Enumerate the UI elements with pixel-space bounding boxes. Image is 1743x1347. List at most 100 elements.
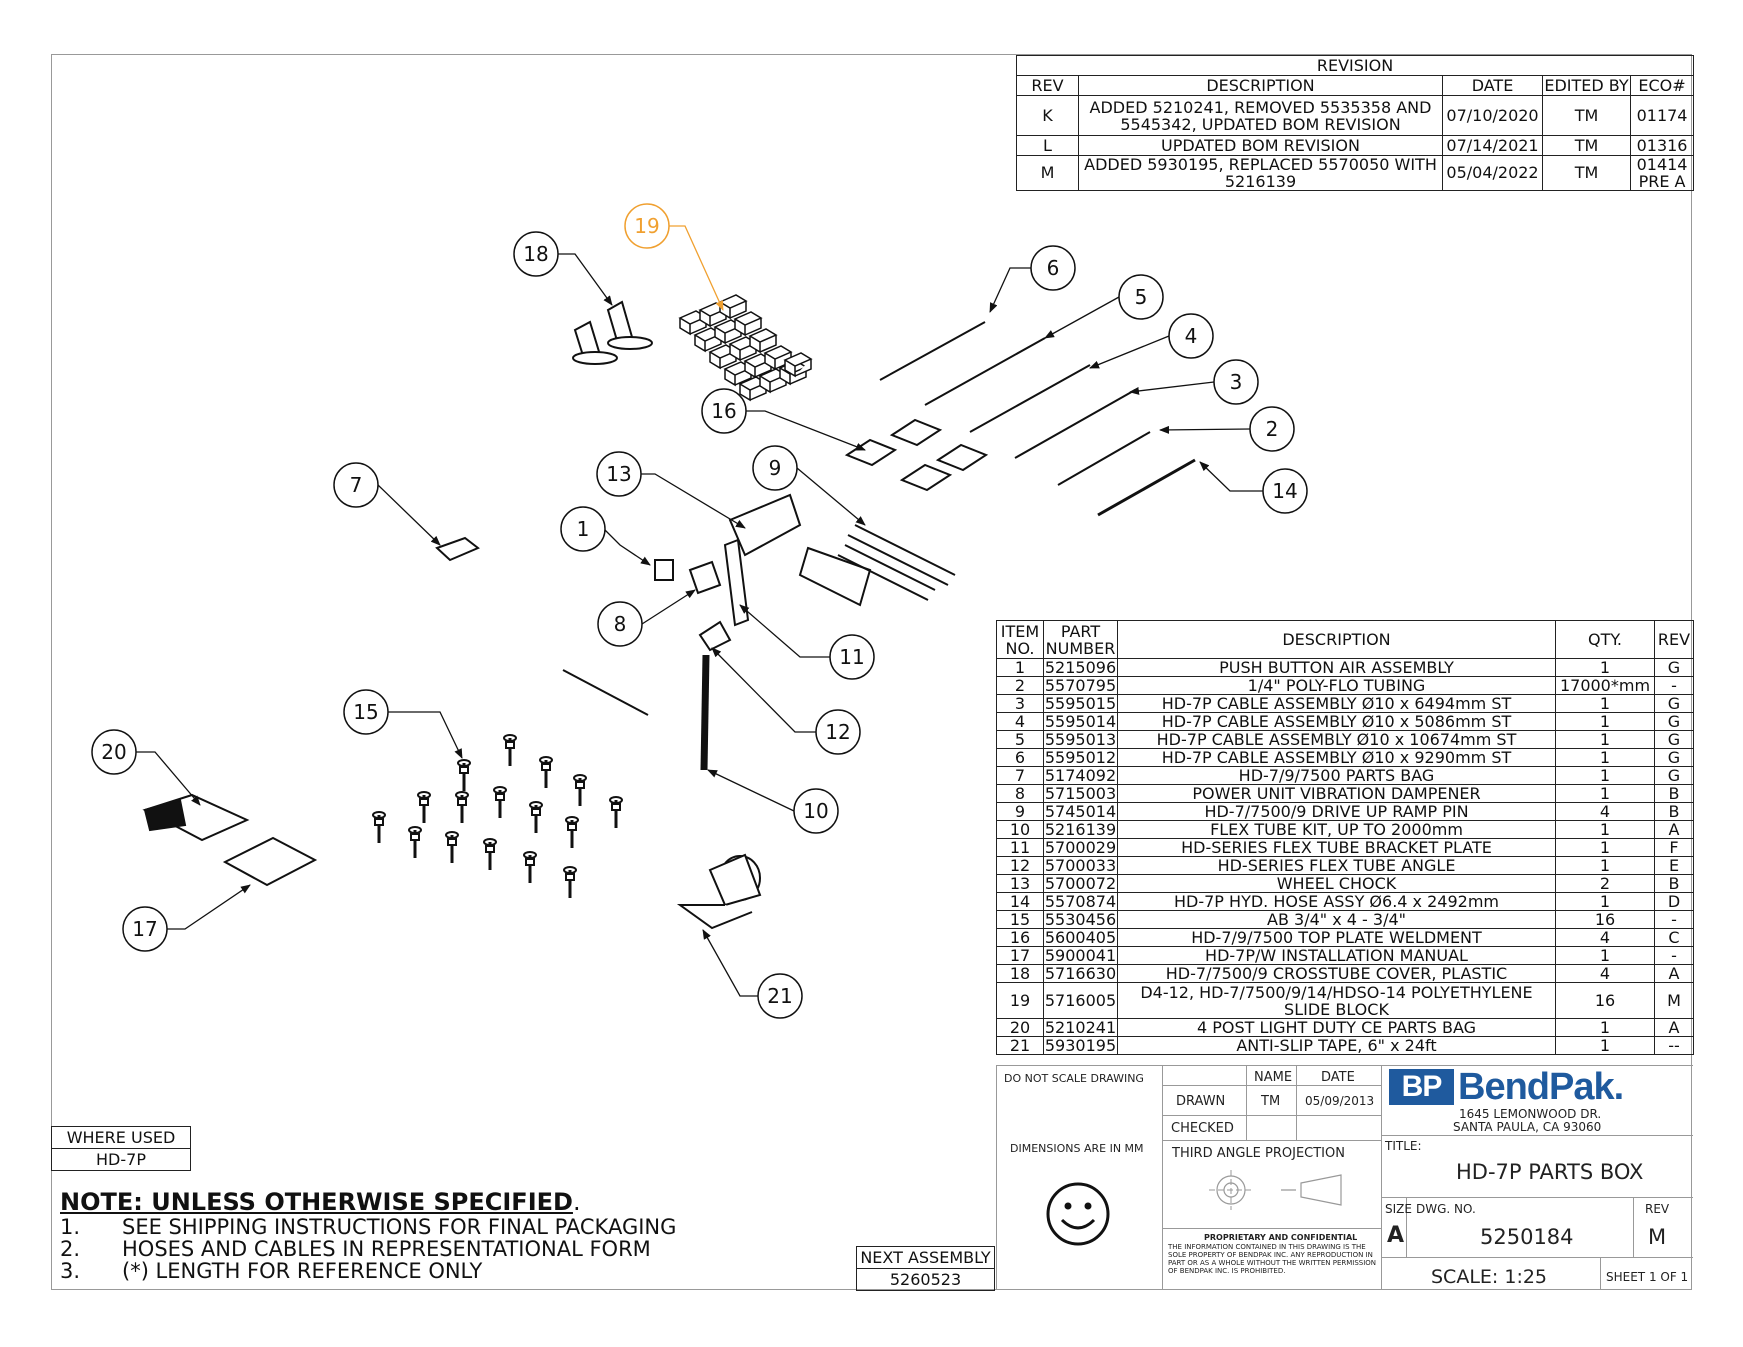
leader-line (1159, 425, 1251, 434)
anchor-bolt (417, 791, 431, 823)
smiley-icon (1046, 1182, 1110, 1246)
bom-part-cell: 5900041 (1043, 946, 1118, 965)
anchor-bolt (455, 791, 469, 823)
bom-qty-cell: 1 (1555, 946, 1655, 965)
bom-description-cell: D4-12, HD-7/7500/9/14/HDSO-14 POLYETHYLE… (1117, 982, 1556, 1019)
anchor-bolt (523, 851, 537, 883)
dwg-no-label: DWG. NO. (1416, 1202, 1476, 1216)
anchor-bolt (573, 774, 587, 806)
slide-block (733, 311, 763, 337)
part-cable-3 (1014, 389, 1136, 459)
bom-qty-cell: 2 (1555, 874, 1655, 893)
bom-rev-cell: G (1654, 766, 1694, 785)
balloon-label: 2 (1266, 417, 1279, 441)
note-text: HOSES AND CABLES IN REPRESENTATIONAL FOR… (122, 1237, 651, 1261)
bom-rev-cell: G (1654, 712, 1694, 731)
leader-line (641, 473, 746, 529)
part-cable-5 (924, 337, 1046, 406)
balloon-4: 4 (1168, 313, 1214, 359)
bom-description-cell: HD-7/9/7500 TOP PLATE WELDMENT (1117, 928, 1556, 947)
bom-description-cell: HD-7/7500/9 DRIVE UP RAMP PIN (1117, 802, 1556, 821)
bom-part-cell: 5210241 (1043, 1018, 1118, 1037)
anchor-bolt (483, 838, 497, 870)
balloon-16: 16 (701, 388, 747, 434)
anchor-bolt (445, 831, 459, 863)
balloon-5: 5 (1118, 274, 1164, 320)
part-hose (1097, 458, 1196, 517)
slide-block (748, 328, 778, 354)
where-used-table: WHERE USED HD-7P (51, 1126, 191, 1171)
note-item: 3.(*) LENGTH FOR REFERENCE ONLY (60, 1260, 676, 1282)
bom-item-cell: 16 (996, 928, 1044, 947)
part-anti-slip-tape (676, 853, 762, 930)
note-number: 1. (60, 1215, 81, 1239)
revision-eco-cell: 01414 PRE A (1629, 155, 1695, 191)
balloon-13: 13 (596, 451, 642, 497)
part-flex-tube-angle (698, 620, 732, 652)
bom-part-cell: 5700033 (1043, 856, 1118, 875)
bom-description-cell: 4 POST LIGHT DUTY CE PARTS BAG (1117, 1018, 1556, 1037)
bom-item-cell: 8 (996, 784, 1044, 803)
bom-item-cell: 13 (996, 874, 1044, 893)
next-assembly-label: NEXT ASSEMBLY (856, 1246, 995, 1269)
part-cable-4 (969, 364, 1091, 433)
scale-value: SCALE: 1:25 (1431, 1266, 1548, 1288)
revision-rev-cell: K (1016, 95, 1079, 136)
balloon-12: 12 (815, 709, 861, 755)
bom-rev-cell: E (1654, 856, 1694, 875)
proprietary-title: PROPRIETARY AND CONFIDENTIAL (1204, 1233, 1358, 1242)
revision-description-cell: UPDATED BOM REVISION (1078, 135, 1443, 156)
balloon-21: 21 (757, 973, 803, 1019)
bom-description-cell: HD-7P CABLE ASSEMBLY Ø10 x 10674mm ST (1117, 730, 1556, 749)
balloon-17: 17 (122, 906, 168, 952)
bom-item-cell: 3 (996, 694, 1044, 713)
drawn-name: TM (1261, 1094, 1281, 1109)
bom-header-rev: REV (1654, 620, 1694, 659)
balloon-9: 9 (752, 445, 798, 491)
bom-item-cell: 17 (996, 946, 1044, 965)
leader-line (1089, 335, 1170, 369)
dimensions-note: DIMENSIONS ARE IN MM (1010, 1142, 1144, 1155)
bom-rev-cell: G (1654, 658, 1694, 677)
slide-block (718, 294, 748, 320)
note-item: 2. HOSES AND CABLES IN REPRESENTATIONAL F… (60, 1238, 676, 1260)
balloon-label: 19 (634, 214, 659, 238)
size-label: SIZE (1385, 1202, 1412, 1216)
balloon-label: 8 (614, 612, 627, 636)
bom-qty-cell: 1 (1555, 1018, 1655, 1037)
bom-rev-cell: C (1654, 928, 1694, 947)
bom-rev-cell: - (1654, 676, 1694, 695)
bom-part-cell: 5930195 (1043, 1036, 1118, 1055)
bom-description-cell: HD-7/9/7500 PARTS BAG (1117, 766, 1556, 785)
bom-item-cell: 5 (996, 730, 1044, 749)
drawing-title: HD-7P PARTS BOX (1456, 1160, 1644, 1184)
bom-description-cell: ANTI-SLIP TAPE, 6" x 24ft (1117, 1036, 1556, 1055)
bom-rev-cell: B (1654, 874, 1694, 893)
balloon-label: 15 (353, 700, 378, 724)
balloon-label: 9 (769, 456, 782, 480)
part-dampener (688, 560, 722, 595)
bom-part-cell: 5715003 (1043, 784, 1118, 803)
bom-description-cell: FLEX TUBE KIT, UP TO 2000mm (1117, 820, 1556, 839)
leader-line (641, 589, 696, 625)
third-angle-projection-icon (1209, 1170, 1342, 1210)
note-number: 2. (60, 1237, 81, 1261)
note-text: (*) LENGTH FOR REFERENCE ONLY (122, 1259, 483, 1283)
drawn-label: DRAWN (1176, 1094, 1226, 1109)
bom-header-description: DESCRIPTION (1117, 620, 1556, 659)
anchor-bolt (609, 796, 623, 828)
bom-item-cell: 10 (996, 820, 1044, 839)
bom-qty-cell: 1 (1555, 820, 1655, 839)
balloon-15: 15 (343, 689, 389, 735)
checked-label: CHECKED (1171, 1121, 1234, 1136)
bom-description-cell: HD-7P CABLE ASSEMBLY Ø10 x 6494mm ST (1117, 694, 1556, 713)
